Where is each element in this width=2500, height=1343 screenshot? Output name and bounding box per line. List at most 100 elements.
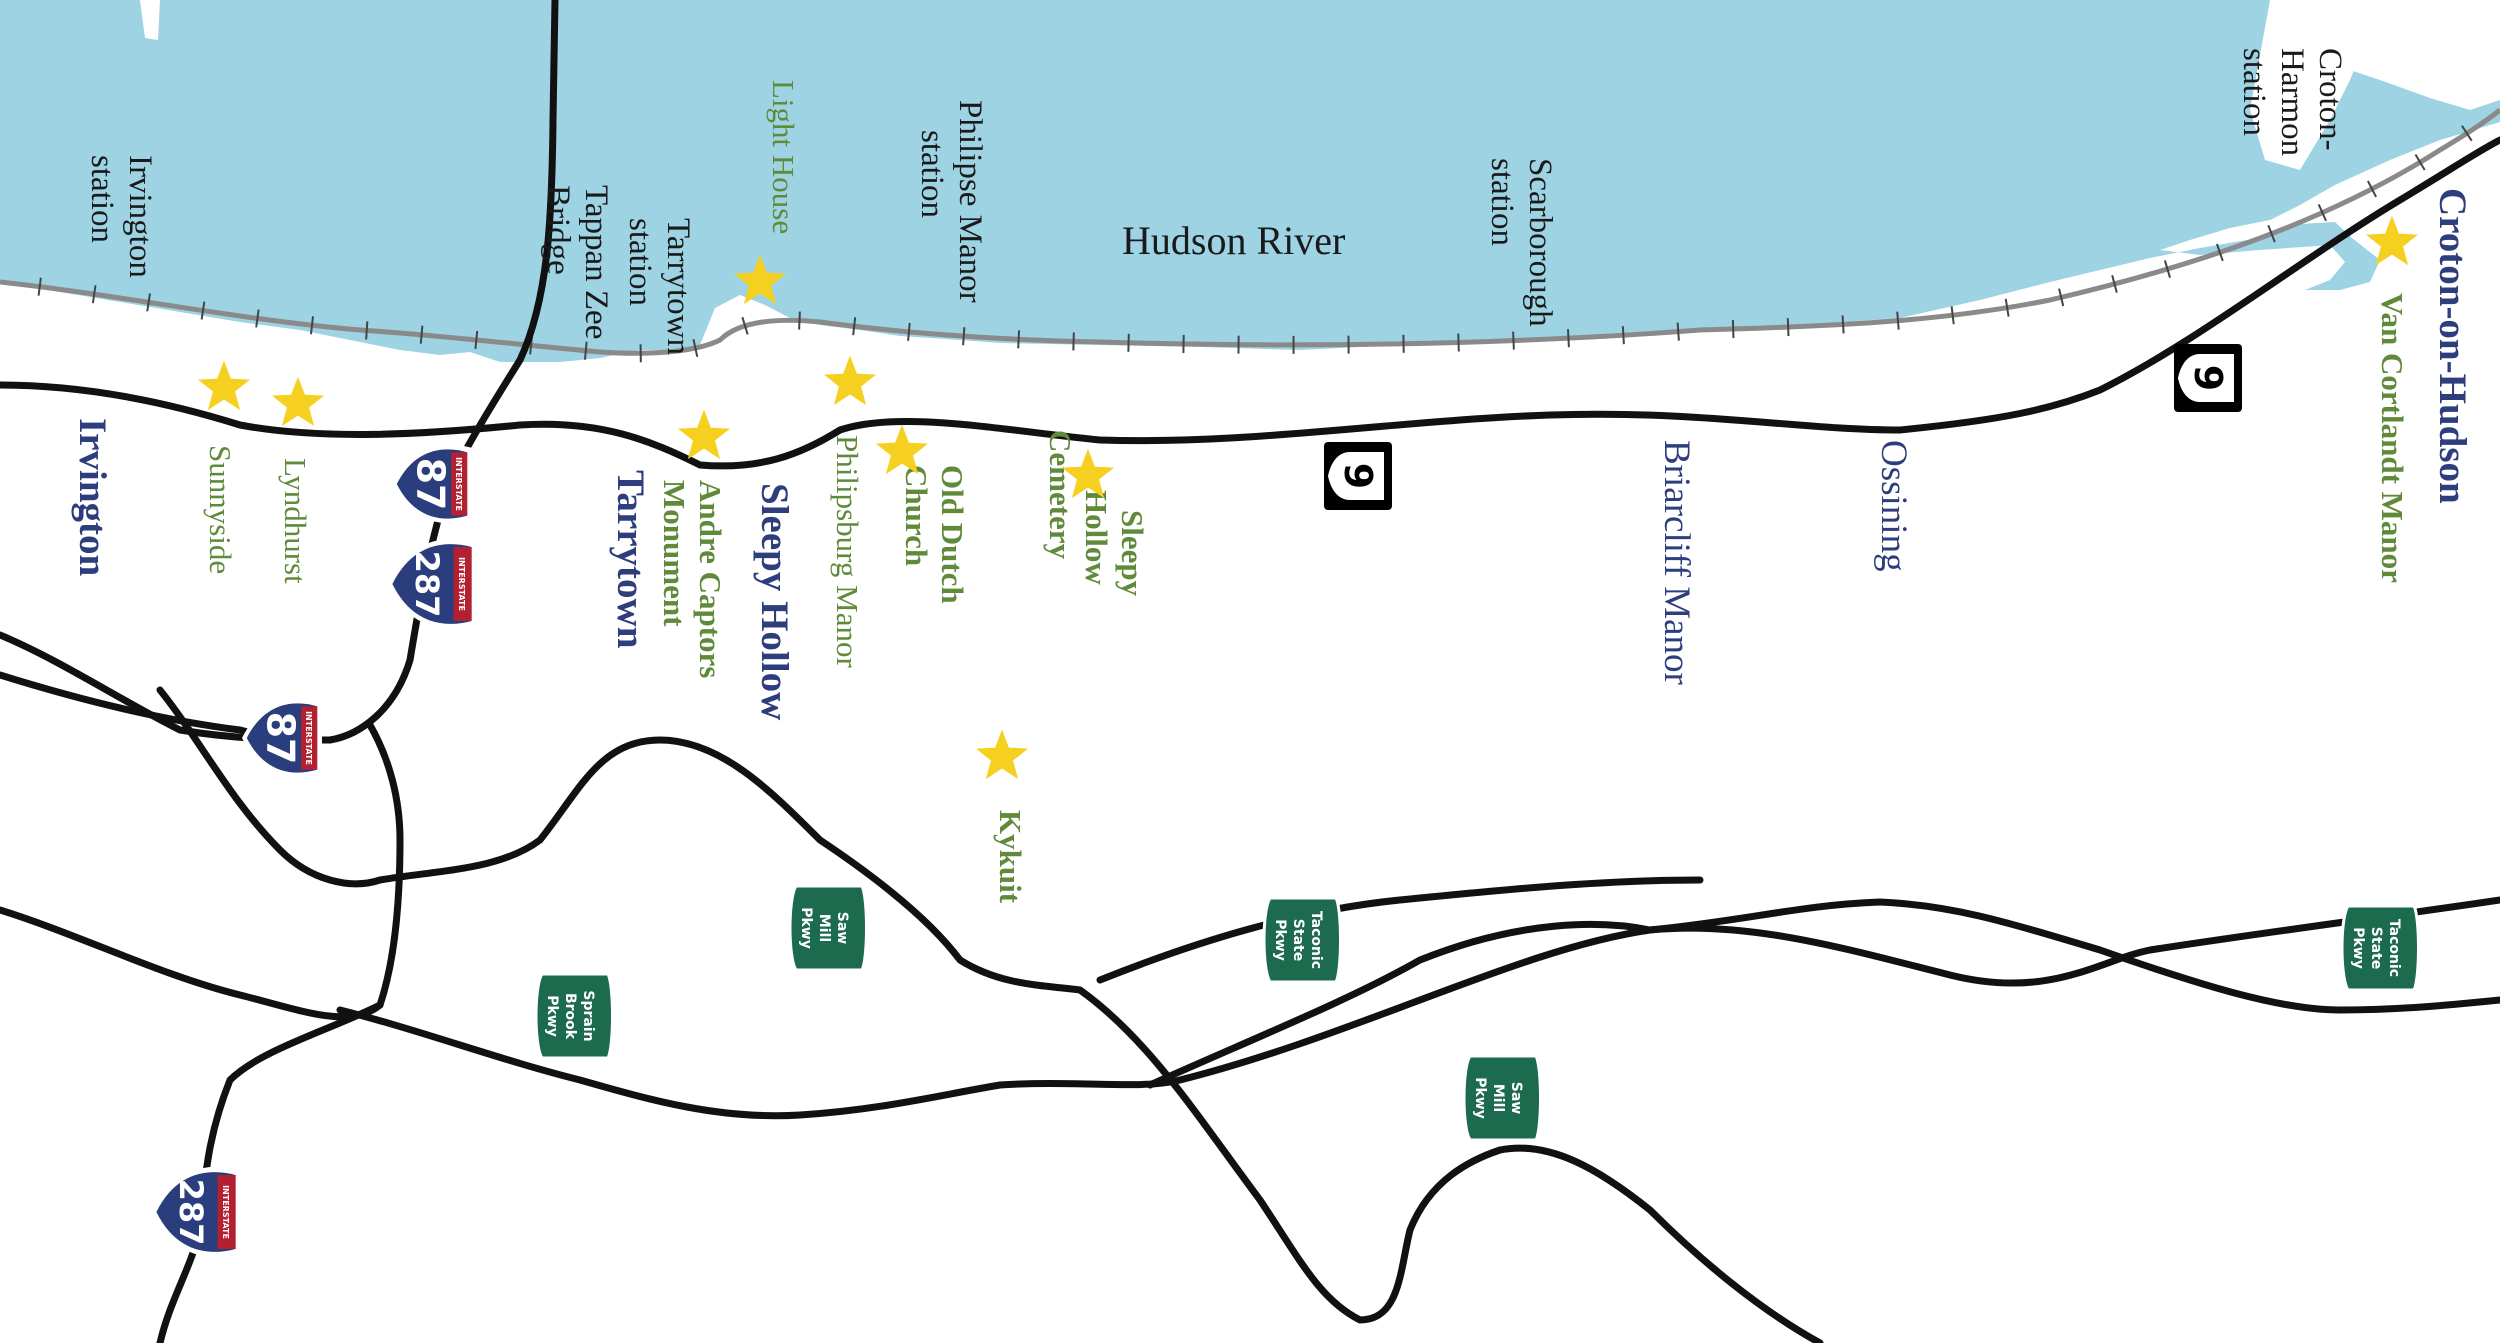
svg-text:Saw: Saw: [1508, 1082, 1524, 1115]
van-cortlandt-manor-label: Van Cortlandt Manor: [2375, 293, 2410, 583]
sprain-brook-road: [0, 906, 384, 1021]
route-100: [336, 896, 2500, 1120]
railroad-line: [0, 108, 2500, 356]
railroad-tie: [2267, 224, 2276, 243]
star-old-dutch-church: [875, 424, 929, 475]
svg-text:Taconic: Taconic: [2386, 919, 2402, 977]
railroad-tie: [2461, 125, 2473, 142]
irvington-station-label: Irvington station: [84, 155, 158, 286]
svg-text:INTERSTATE: INTERSTATE: [457, 557, 466, 611]
i287-shield-south: INTERSTATE 287: [151, 1166, 241, 1258]
tappan-zee-bridge-label: Tappan Zee Bridge: [540, 185, 614, 348]
croton-harmon-station-label: Croton- Harmon station: [2236, 48, 2348, 164]
railroad-tie: [962, 327, 966, 346]
railroad-tie: [1841, 315, 1845, 334]
svg-text:Pkwy: Pkwy: [1472, 1077, 1488, 1119]
railroad-tie: [37, 277, 42, 296]
croton-point-land: [2250, 0, 2390, 170]
sleepy-hollow-cemetery-label: Sleepy Hollow Cemetery: [1043, 430, 1150, 604]
old-dutch-church-label: Old Dutch Church: [899, 465, 970, 611]
railroad-tie: [1731, 320, 1735, 339]
railroad-tie: [2216, 243, 2224, 262]
tarrytown-town-label: Tarrytown: [609, 470, 652, 649]
railroad-tie: [146, 293, 151, 312]
railroad-tie: [1896, 311, 1900, 330]
svg-text:Mill: Mill: [1490, 1084, 1506, 1112]
railroad-tie: [2366, 180, 2377, 198]
railroad-tie: [798, 311, 801, 330]
railroad-tie: [2414, 154, 2426, 171]
railroad-tie: [1512, 331, 1515, 350]
svg-text:Pkwy: Pkwy: [798, 907, 814, 949]
irvington-town-label: Irvington: [71, 418, 114, 577]
us9-shield-south: 9: [1324, 442, 1392, 510]
railroad-tie: [852, 317, 857, 336]
svg-text:9: 9: [1336, 463, 1380, 489]
light-house-label: Light House: [766, 80, 801, 234]
lyndhurst-label: Lyndhurst: [278, 458, 313, 584]
railroad-tie: [419, 325, 424, 344]
railroad-tie: [1017, 330, 1021, 349]
svg-text:87: 87: [409, 458, 453, 511]
ossining-town-label: Ossining: [1873, 440, 1914, 572]
philipsburg-manor-label: Philipsburg Manor: [830, 435, 865, 668]
railroad-tie: [692, 339, 699, 358]
svg-text:287: 287: [172, 1179, 210, 1246]
svg-text:INTERSTATE: INTERSTATE: [454, 457, 463, 511]
railroad-tie: [200, 301, 206, 320]
route-117: [156, 686, 1824, 1343]
railroad-tie: [2163, 260, 2171, 278]
svg-text:Brook: Brook: [562, 993, 578, 1040]
railroad-ties: [37, 125, 2473, 363]
star-philipsburg-manor: [823, 355, 877, 406]
i287-shield-north: INTERSTATE 287: [387, 538, 477, 630]
river-notch: [140, 0, 160, 40]
railroad-tie: [365, 321, 369, 340]
svg-text:87: 87: [259, 712, 303, 765]
railroad-tie: [1567, 329, 1570, 348]
railroad-tie: [1786, 318, 1790, 337]
star-sleepy-hollow-cemetery: [1061, 448, 1115, 499]
star-andre-captors: [677, 409, 731, 460]
andre-captors-label: Andre Captors Monument: [657, 480, 728, 686]
svg-text:Sprain: Sprain: [580, 990, 596, 1041]
svg-text:Pkwy: Pkwy: [2350, 927, 2366, 969]
star-light-house: [733, 254, 787, 305]
route-9-road: [0, 136, 2500, 470]
svg-text:287: 287: [408, 551, 446, 618]
railroad-tie: [2317, 204, 2327, 222]
railroad-tie: [1676, 322, 1680, 341]
railroad-tie: [1457, 333, 1460, 352]
railroad-tie: [309, 316, 314, 335]
route-133: [1646, 898, 2500, 1014]
railroad-tie: [2004, 298, 2010, 317]
hudson-river-label: Hudson River: [1122, 218, 1345, 263]
briarcliff-manor-town-label: Briarcliff Manor: [1656, 440, 1697, 685]
star-kykuit: [975, 729, 1029, 780]
philipse-manor-station-label: Philipse Manor station: [914, 100, 988, 311]
us9-shield-north: 9: [2174, 344, 2242, 412]
svg-text:Taconic: Taconic: [1308, 911, 1324, 969]
taconic-road: [1146, 920, 1654, 1089]
svg-text:State: State: [2368, 927, 2384, 969]
railroad-tie: [583, 341, 588, 360]
sleepy-hollow-town-label: Sleepy Hollow: [753, 483, 796, 720]
railroad-tie: [2058, 288, 2065, 307]
svg-text:INTERSTATE: INTERSTATE: [221, 1185, 230, 1239]
railroad-tie: [2111, 275, 2118, 293]
railroad-tie: [474, 330, 479, 349]
kykuit-road: [1096, 876, 1704, 984]
railroad-tie: [741, 316, 749, 335]
svg-text:Mill: Mill: [816, 914, 832, 942]
star-lyndhurst: [271, 376, 325, 427]
sunnyside-label: Sunnyside: [203, 445, 238, 574]
svg-text:9: 9: [2186, 365, 2230, 391]
route-shields: INTERSTATE87INTERSTATE287INTERSTATE87INT…: [151, 344, 2420, 1258]
